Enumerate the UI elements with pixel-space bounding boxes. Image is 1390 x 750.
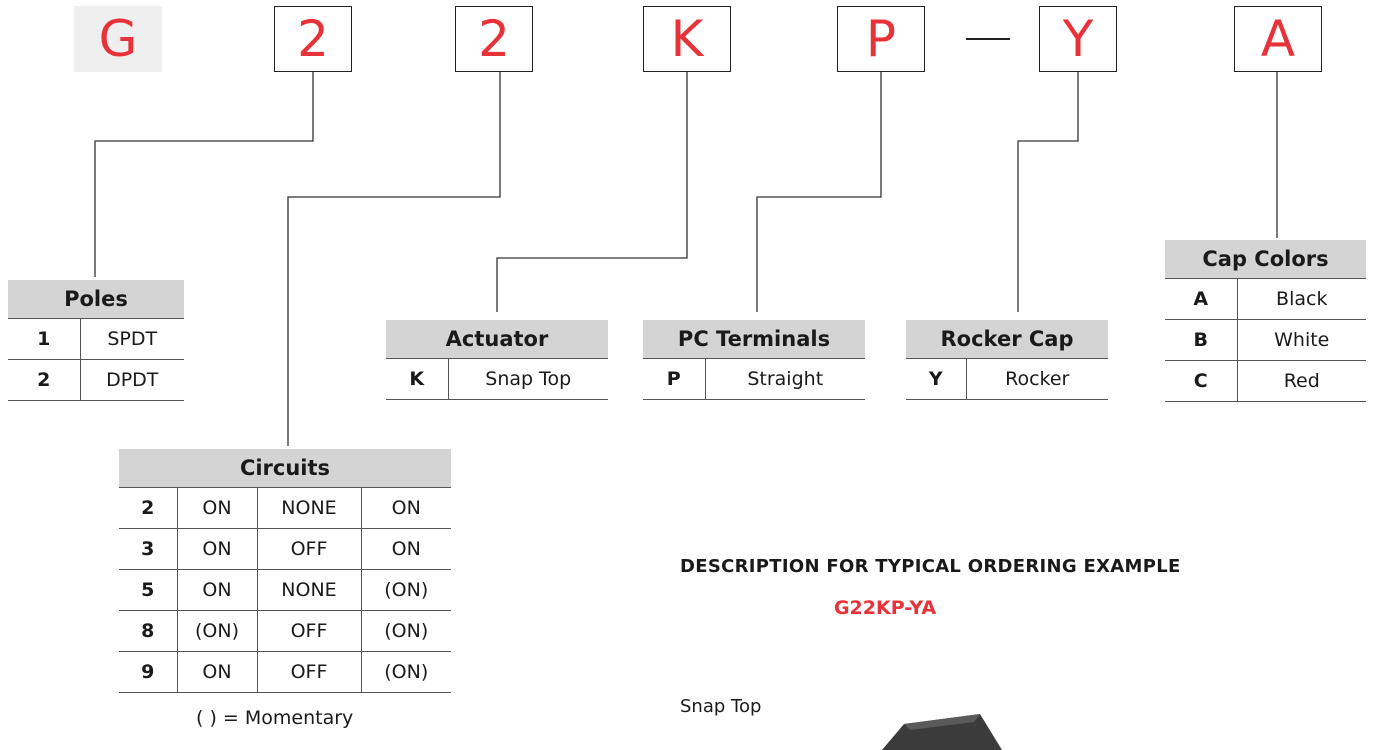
code-letter-text: 2 [297, 10, 329, 68]
table-row: 3 ON OFF ON [119, 528, 451, 570]
circuits-title: Circuits [119, 449, 451, 488]
connector-poles [94, 72, 314, 277]
connector-terminals [756, 72, 882, 312]
circuit-pos-1: ON [176, 651, 257, 693]
circuit-pos-1: ON [176, 487, 257, 529]
circuit-pos-3: ON [360, 487, 451, 529]
code-letter-text: A [1260, 10, 1296, 68]
pc-terminals-value: Straight [704, 358, 865, 400]
table-row: 5 ON NONE (ON) [119, 569, 451, 611]
table-row: 9 ON OFF (ON) [119, 651, 451, 693]
circuit-pos-1: (ON) [176, 610, 257, 652]
cap-colors-title: Cap Colors [1165, 240, 1366, 279]
code-letter-actuator: K [643, 6, 731, 72]
actuator-code: K [386, 358, 448, 400]
cap-color-value: Red [1236, 360, 1366, 402]
poles-table: Poles 1 SPDT 2 DPDT [8, 280, 184, 401]
table-row: 8 (ON) OFF (ON) [119, 610, 451, 652]
circuit-pos-3: ON [360, 528, 451, 570]
circuit-code: 8 [119, 610, 177, 652]
poles-code: 1 [8, 318, 80, 360]
circuit-code: 5 [119, 569, 177, 611]
cap-color-value: White [1236, 319, 1366, 361]
circuit-code: 9 [119, 651, 177, 693]
code-letter-text: G [98, 10, 138, 68]
rocker-cap-value: Rocker [965, 358, 1108, 400]
circuit-pos-2: OFF [256, 610, 361, 652]
actuator-value: Snap Top [447, 358, 608, 400]
code-letter-poles: 2 [274, 6, 352, 72]
cap-colors-table: Cap Colors A Black B White C Red [1165, 240, 1366, 402]
actuator-table: Actuator K Snap Top [386, 320, 608, 400]
table-row: 2 ON NONE ON [119, 487, 451, 529]
circuit-pos-3: (ON) [360, 569, 451, 611]
description-example-code: G22KP-YA [833, 597, 937, 619]
circuit-pos-1: ON [176, 569, 257, 611]
cap-color-value: Black [1236, 278, 1366, 320]
photo-label: Snap Top [680, 696, 762, 717]
table-row: 2 DPDT [8, 359, 184, 401]
table-row: K Snap Top [386, 358, 608, 400]
rocker-cap-title: Rocker Cap [906, 320, 1108, 359]
circuit-code: 3 [119, 528, 177, 570]
description-heading: DESCRIPTION FOR TYPICAL ORDERING EXAMPLE [680, 556, 1181, 577]
code-letter-series: G [74, 6, 162, 72]
poles-code: 2 [8, 359, 80, 401]
circuit-pos-1: ON [176, 528, 257, 570]
circuit-pos-3: (ON) [360, 610, 451, 652]
code-letter-text: K [670, 10, 704, 68]
circuit-pos-2: OFF [256, 528, 361, 570]
table-row: Y Rocker [906, 358, 1108, 400]
momentary-note: ( ) = Momentary [196, 707, 354, 729]
circuit-pos-2: NONE [256, 569, 361, 611]
poles-value: SPDT [79, 318, 184, 360]
connector-rocker-cap [1017, 72, 1079, 312]
code-letter-text: P [865, 10, 897, 68]
pc-terminals-title: PC Terminals [643, 320, 865, 359]
table-row: 1 SPDT [8, 318, 184, 360]
pc-terminals-code: P [643, 358, 705, 400]
code-letter-terminals: P [837, 6, 925, 72]
circuit-pos-2: NONE [256, 487, 361, 529]
circuit-pos-3: (ON) [360, 651, 451, 693]
actuator-title: Actuator [386, 320, 608, 359]
poles-value: DPDT [79, 359, 184, 401]
circuit-pos-2: OFF [256, 651, 361, 693]
connector-actuator [496, 72, 688, 312]
table-row: P Straight [643, 358, 865, 400]
cap-color-code: B [1165, 319, 1237, 361]
cap-color-code: C [1165, 360, 1237, 402]
table-row: A Black [1165, 278, 1366, 320]
pc-terminals-table: PC Terminals P Straight [643, 320, 865, 400]
rocker-cap-code: Y [906, 358, 966, 400]
table-row: B White [1165, 319, 1366, 361]
code-separator-dash [966, 38, 1010, 40]
rocker-cap-table: Rocker Cap Y Rocker [906, 320, 1108, 400]
code-letter-text: 2 [478, 10, 510, 68]
circuit-code: 2 [119, 487, 177, 529]
circuits-table: Circuits 2 ON NONE ON 3 ON OFF ON 5 ON N… [119, 449, 451, 693]
poles-title: Poles [8, 280, 184, 319]
code-letter-text: Y [1062, 10, 1094, 68]
code-letter-cap-color: A [1234, 6, 1322, 72]
table-row: C Red [1165, 360, 1366, 402]
cap-color-code: A [1165, 278, 1237, 320]
code-letter-circuits: 2 [455, 6, 533, 72]
switch-photo [882, 714, 1002, 750]
code-letter-rocker-cap: Y [1039, 6, 1117, 72]
